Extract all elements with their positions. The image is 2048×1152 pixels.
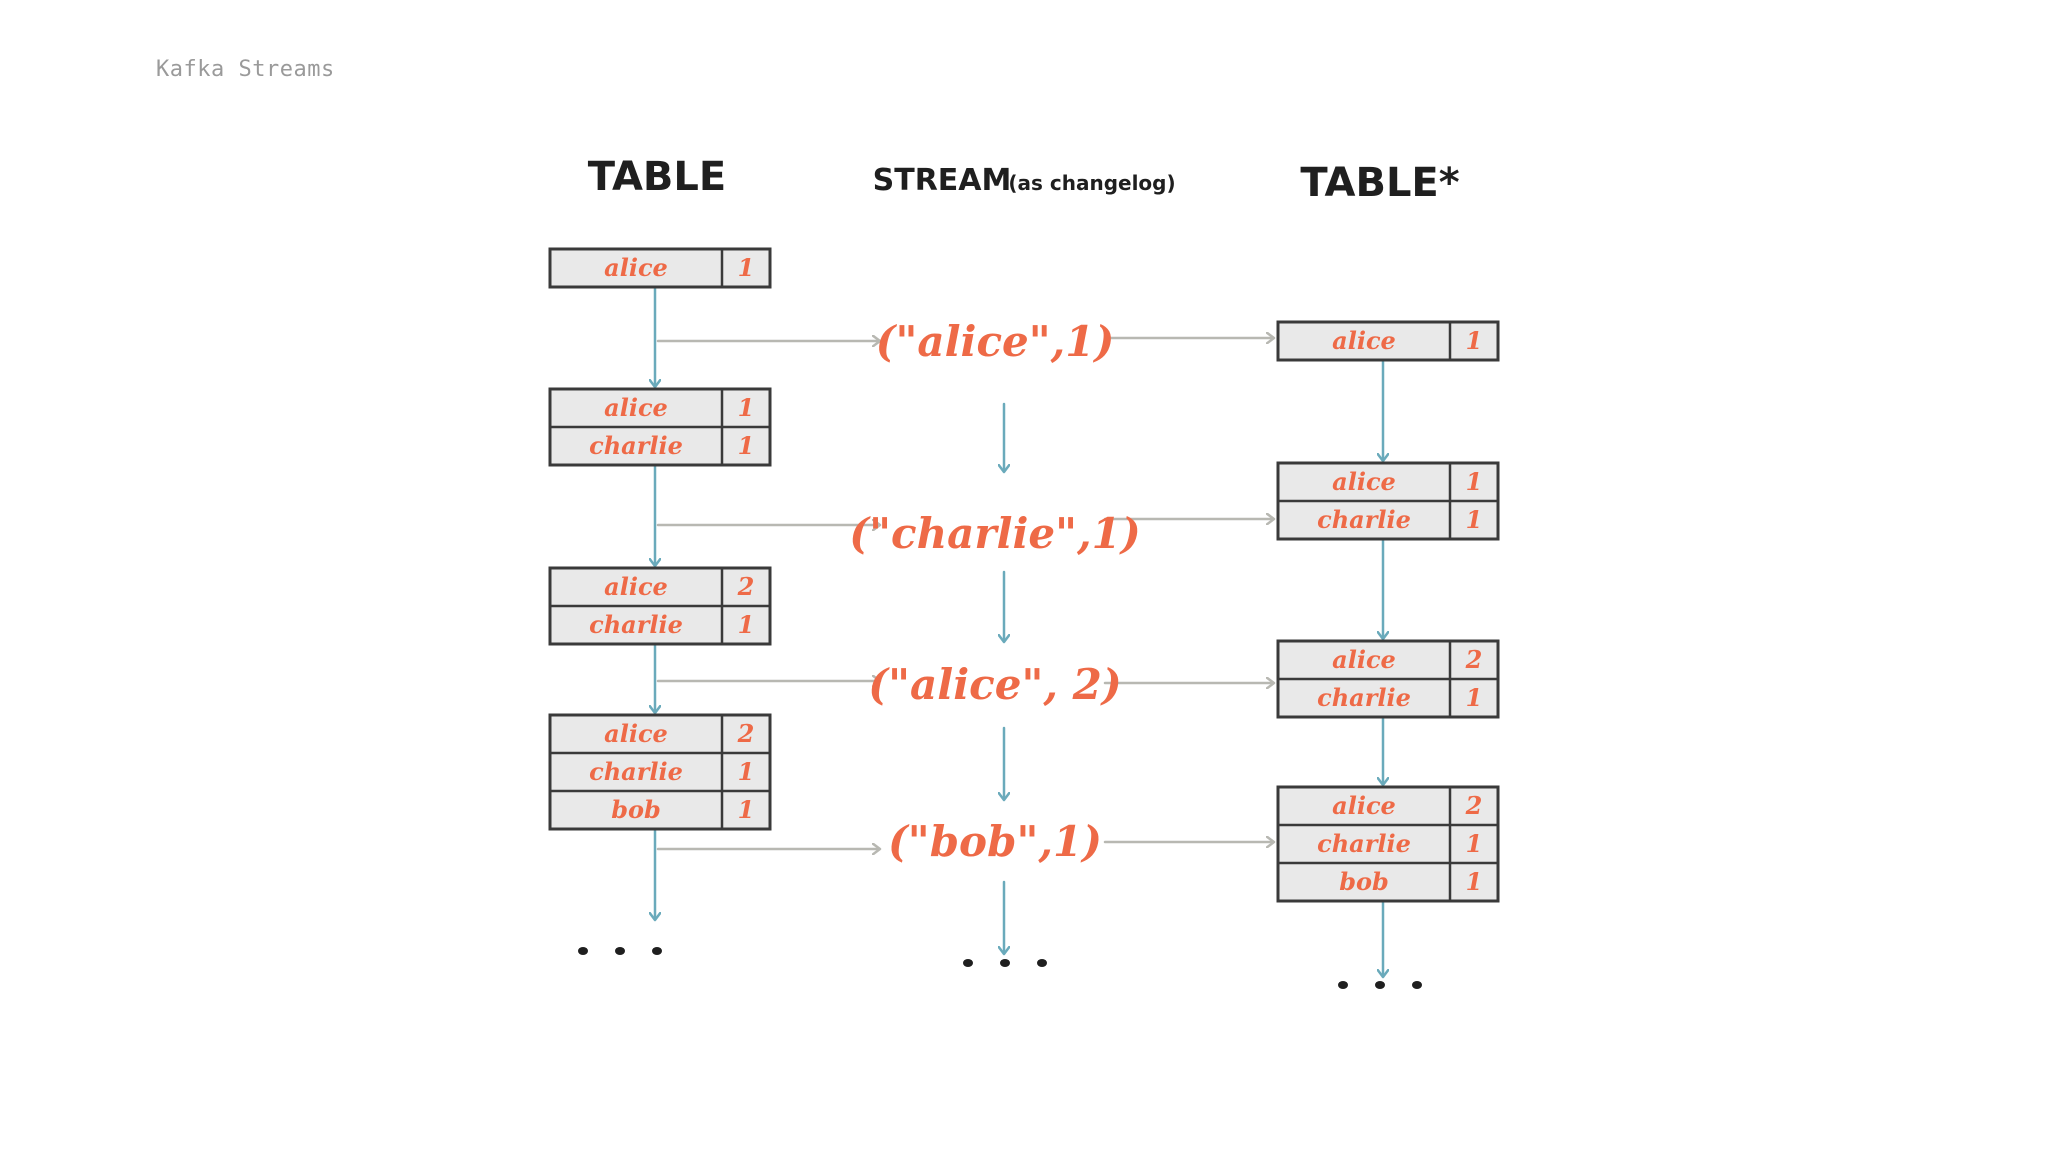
row-value: 1	[738, 757, 755, 786]
continuation-dot	[1037, 959, 1047, 967]
slide-label: Kafka Streams	[156, 57, 335, 82]
row-key: alice	[1332, 791, 1396, 820]
stream-record: ("alice", 2)	[868, 660, 1121, 709]
row-value: 1	[738, 610, 755, 639]
table-star-box	[1276, 320, 1500, 362]
row-key: alice	[604, 393, 668, 422]
row-key: alice	[1332, 467, 1396, 496]
stream-heading: STREAM	[873, 163, 1012, 198]
continuation-dots	[963, 959, 1047, 967]
continuation-dot	[1000, 959, 1010, 967]
table-state-4: alice 2 charlie 1 bob 1	[548, 713, 772, 831]
continuation-dots	[578, 947, 662, 955]
row-value: 1	[738, 795, 755, 824]
stream-heading-note: (as changelog)	[1008, 171, 1175, 195]
continuation-dot	[578, 947, 588, 955]
row-key: alice	[604, 719, 668, 748]
row-key: alice	[604, 572, 668, 601]
row-value: 1	[738, 253, 755, 282]
table-heading: TABLE	[588, 154, 726, 200]
row-key: alice	[1332, 326, 1396, 355]
row-value: 1	[1466, 683, 1483, 712]
table-star-state-3: alice 2 charlie 1	[1276, 639, 1500, 719]
row-value: 1	[1466, 467, 1483, 496]
table-box	[548, 247, 772, 289]
table-star-heading: TABLE*	[1300, 160, 1459, 206]
continuation-dots	[1338, 981, 1422, 989]
row-value: 2	[1465, 791, 1483, 820]
row-key: charlie	[589, 431, 683, 460]
row-value: 1	[738, 431, 755, 460]
row-key: charlie	[1317, 505, 1411, 534]
table-star-state-1: alice 1	[1276, 320, 1500, 362]
row-key: charlie	[589, 757, 683, 786]
table-state-3: alice 2 charlie 1	[548, 566, 772, 646]
row-key: alice	[604, 253, 668, 282]
continuation-dot	[652, 947, 662, 955]
row-value: 1	[1466, 326, 1483, 355]
row-key: charlie	[1317, 829, 1411, 858]
row-value: 1	[738, 393, 755, 422]
row-key: charlie	[589, 610, 683, 639]
row-value: 1	[1466, 505, 1483, 534]
table-state-2: alice 1 charlie 1	[548, 387, 772, 467]
stream-record: ("alice",1)	[876, 317, 1115, 366]
row-value: 2	[1465, 645, 1483, 674]
table-star-state-2: alice 1 charlie 1	[1276, 461, 1500, 541]
continuation-dot	[1375, 981, 1385, 989]
table-state-1: alice 1	[548, 247, 772, 289]
row-key: bob	[611, 795, 661, 824]
stream-record: ("charlie",1)	[849, 509, 1140, 558]
row-value: 1	[1466, 867, 1483, 896]
row-key: alice	[1332, 645, 1396, 674]
table-star-state-4: alice 2 charlie 1 bob 1	[1276, 785, 1500, 903]
continuation-dot	[1412, 981, 1422, 989]
continuation-dot	[963, 959, 973, 967]
row-value: 1	[1466, 829, 1483, 858]
row-key: bob	[1339, 867, 1389, 896]
row-value: 2	[737, 719, 755, 748]
stream-record: ("bob",1)	[888, 817, 1102, 866]
continuation-dot	[1338, 981, 1348, 989]
row-value: 2	[737, 572, 755, 601]
continuation-dot	[615, 947, 625, 955]
table-star-box	[1276, 785, 1500, 903]
table-box	[548, 713, 772, 831]
row-key: charlie	[1317, 683, 1411, 712]
